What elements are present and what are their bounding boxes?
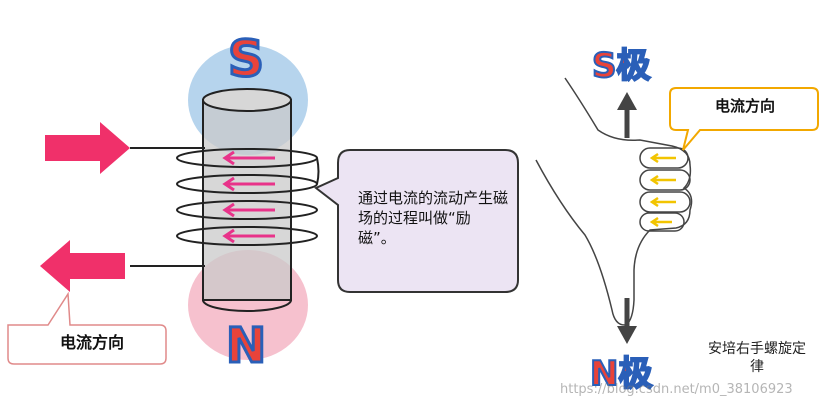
left-n-pole-label: N (224, 317, 267, 376)
right-current-callout-box (669, 87, 819, 151)
explanation-text: 通过电流的流动产生磁场的过程叫做“励磁”。 (358, 189, 509, 247)
coil-current-arrows (222, 150, 275, 244)
current-in-arrow (45, 122, 130, 174)
cylinder-top (202, 88, 292, 112)
left-current-label: 电流方向 (59, 333, 124, 352)
left-s-pole-label: S (226, 29, 265, 90)
finger-curls (639, 147, 691, 232)
right-n-pole-label: N极 (589, 353, 653, 395)
right-s-pole-label: S极 (591, 45, 651, 87)
cylinder-bottom (202, 299, 292, 312)
explanation-bubble (314, 149, 519, 293)
thumb-direction-arrows (617, 92, 637, 344)
watermark: https://blog.csdn.net/m0_38106923 (560, 382, 793, 397)
left-current-callout-box (7, 291, 167, 365)
right-current-label: 电流方向 (714, 97, 775, 115)
current-out-arrow (40, 240, 125, 292)
coil-winding (130, 147, 320, 267)
ampere-rule-label: 安培右手螺旋定律 (708, 341, 806, 375)
right-hand-outline (535, 77, 693, 326)
finger-current-arrows (649, 152, 676, 228)
